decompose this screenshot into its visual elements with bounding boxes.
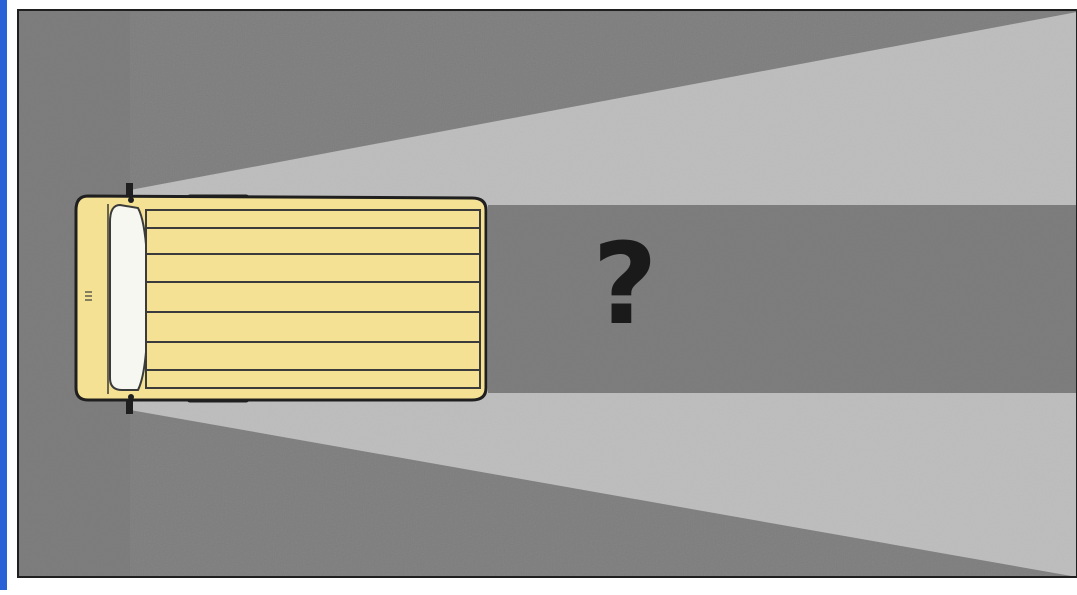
headlight-icon — [128, 394, 134, 400]
question-mark: ? — [585, 225, 665, 345]
blind-spot-zone — [488, 205, 1077, 393]
windshield — [110, 205, 148, 390]
headlight-icon — [128, 197, 134, 203]
van-icon — [76, 183, 486, 414]
van-roof — [146, 210, 480, 388]
left-accent-strip — [0, 0, 7, 590]
